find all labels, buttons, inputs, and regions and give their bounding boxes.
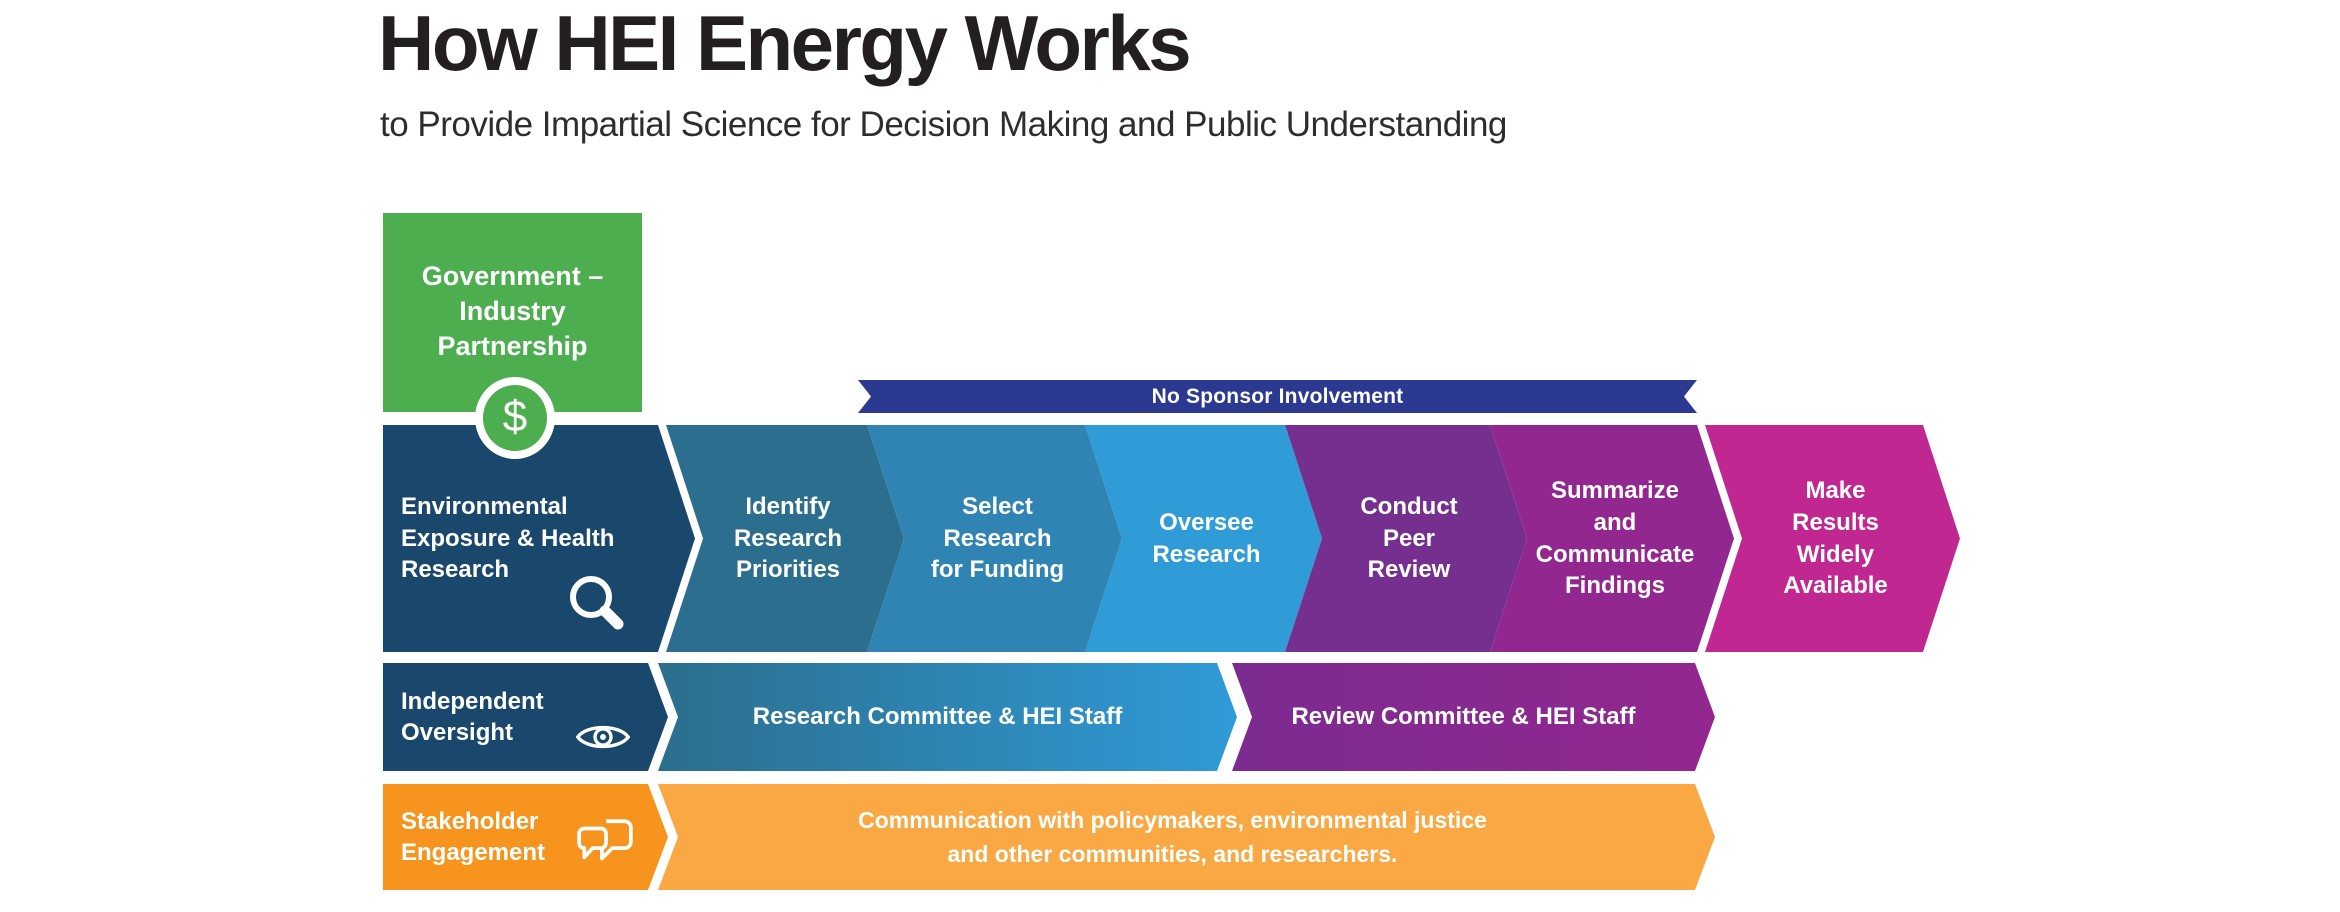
step-label: Identify Research Priorities xyxy=(733,492,843,584)
independent-oversight-label: Independent Oversight xyxy=(401,687,544,746)
stakeholder-engagement-header: Stakeholder Engagement xyxy=(383,784,668,890)
dollar-glyph: $ xyxy=(502,392,528,441)
step-environmental-exposure-health-research: Environmental Exposure & Health Research xyxy=(383,425,695,652)
magnifier-icon xyxy=(565,571,629,635)
step-label: Make Results Widely Available xyxy=(1783,477,1888,600)
step-conduct-peer-review: Conduct Peer Review xyxy=(1285,425,1527,652)
step-label: Summarize and Communicate Findings xyxy=(1535,477,1695,600)
eye-icon xyxy=(576,721,630,753)
no-sponsor-banner-label: No Sponsor Involvement xyxy=(1151,384,1404,408)
step-oversee-research: Oversee Research xyxy=(1085,425,1322,652)
research-committee-bar: Research Committee & HEI Staff xyxy=(658,663,1237,771)
step-label: Conduct Peer Review xyxy=(1360,492,1458,584)
no-sponsor-banner: No Sponsor Involvement xyxy=(858,380,1697,413)
step-summarize-communicate-findings: Summarize and Communicate Findings xyxy=(1490,425,1734,652)
step-label: Oversee Research xyxy=(1152,508,1261,568)
step-label: Environmental Exposure & Health Research xyxy=(401,493,615,584)
review-committee-label: Review Committee & HEI Staff xyxy=(1291,703,1636,730)
page-title: How HEI Energy Works xyxy=(378,0,1192,87)
dollar-icon: $ xyxy=(475,377,555,459)
chat-bubbles-icon xyxy=(575,816,635,872)
step-identify-research-priorities: Identify Research Priorities xyxy=(666,425,904,652)
step-make-results-widely-available: Make Results Widely Available xyxy=(1705,425,1960,652)
page-subtitle: to Provide Impartial Science for Decisio… xyxy=(380,105,1507,144)
communication-label: Communication with policymakers, environ… xyxy=(858,806,1487,867)
review-committee-bar: Review Committee & HEI Staff xyxy=(1232,663,1715,771)
step-select-research-for-funding: Select Research for Funding xyxy=(867,425,1122,652)
research-committee-label: Research Committee & HEI Staff xyxy=(752,703,1123,730)
independent-oversight-header: Independent Oversight xyxy=(383,663,668,771)
communication-bar: Communication with policymakers, environ… xyxy=(658,784,1715,890)
stakeholder-engagement-label: Stakeholder Engagement xyxy=(401,807,546,866)
funding-partnership-label: Government – Industry Partnership xyxy=(421,261,604,362)
step-label: Select Research for Funding xyxy=(930,492,1065,584)
